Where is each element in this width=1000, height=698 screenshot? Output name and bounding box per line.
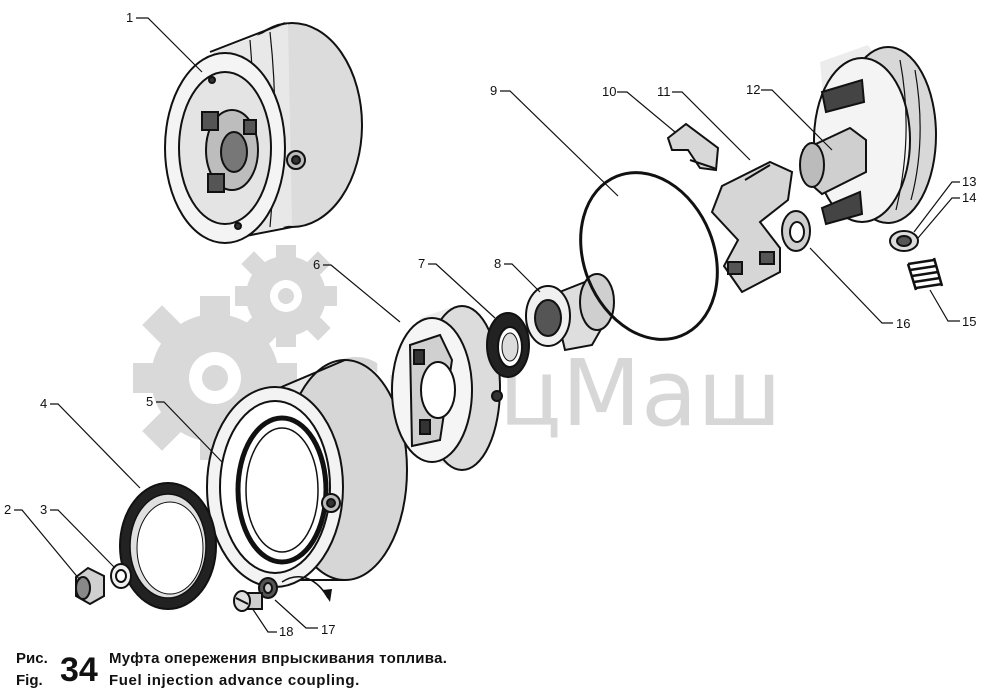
figure-caption: Рис. Fig. 34 Муфта опережения впрыскиван…: [16, 648, 716, 694]
callout-12: 12: [746, 82, 760, 97]
callout-10: 10: [602, 84, 616, 99]
part-12-driven-half: [799, 45, 937, 226]
figure-prefix-en: Fig.: [16, 672, 43, 689]
callout-9: 9: [490, 83, 497, 98]
callout-4: 4: [40, 396, 47, 411]
callout-14: 14: [962, 190, 976, 205]
part-7-cuff-seal: [486, 312, 530, 378]
watermark-gear-small-icon: [235, 245, 337, 347]
callout-numbers: 1 2 3 4 5 6 7 8 9 10 11 12 13 14 15 16 1…: [4, 10, 976, 639]
part-17-washer: [258, 577, 278, 599]
part-10-spacer: [666, 122, 720, 172]
part-16-washer: [781, 210, 811, 252]
part-3-washer: [110, 563, 132, 589]
callout-13: 13: [962, 174, 976, 189]
part-18-plug-screw: [233, 590, 263, 612]
callout-17: 17: [321, 622, 335, 637]
part-1-assembled-coupling: [164, 22, 363, 244]
part-14-small-washer: [889, 230, 919, 252]
leader-lines: [14, 17, 960, 633]
assembly-arrow-head: [322, 589, 332, 602]
callout-2: 2: [4, 502, 11, 517]
callout-11: 11: [657, 84, 671, 99]
part-15-spring: [906, 257, 944, 291]
part-5-housing: [206, 359, 408, 588]
callout-16: 16: [896, 316, 910, 331]
callout-18: 18: [279, 624, 293, 639]
callout-6: 6: [313, 257, 320, 272]
part-2-nut: [75, 566, 105, 606]
figure-prefix-ru: Рис.: [16, 650, 48, 667]
figure-number: 34: [60, 651, 98, 689]
part-4-seal-ring: [119, 482, 217, 610]
figure-title-ru: Муфта опережения впрыскивания топлива.: [109, 650, 448, 667]
part-9-o-ring: [579, 171, 719, 341]
callout-15: 15: [962, 314, 976, 329]
part-11-half-coupling: [710, 160, 794, 294]
part-6-drive-flange: [391, 305, 503, 471]
figure-title-en: Fuel injection advance coupling.: [109, 672, 360, 689]
callout-7: 7: [418, 256, 425, 271]
callout-5: 5: [146, 394, 153, 409]
callout-1: 1: [126, 10, 133, 25]
part-8-bushing: [525, 273, 615, 352]
callout-3: 3: [40, 502, 47, 517]
callout-8: 8: [494, 256, 501, 271]
